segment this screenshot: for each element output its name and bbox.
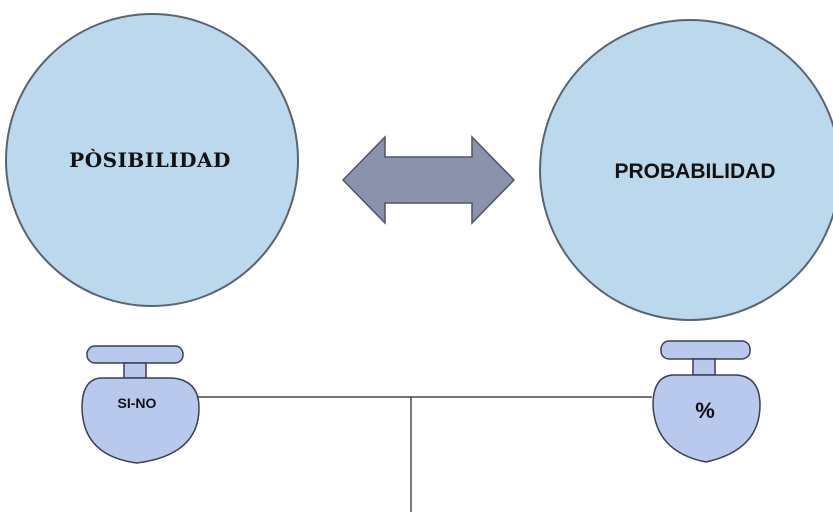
percent-knob	[652, 340, 761, 463]
percent-knob-body	[652, 374, 761, 463]
double-arrow	[341, 135, 516, 225]
si-no-label: SI-NO	[117, 395, 157, 411]
si-no-knob-body	[81, 377, 200, 464]
si-no-knob	[81, 345, 200, 464]
percent-knob-stem	[692, 358, 716, 376]
si-no-knob-cap	[86, 345, 184, 364]
si-no-knob-stem	[123, 362, 147, 379]
posibilidad-label: PÒSIBILIDAD	[69, 148, 231, 172]
percent-knob-cap	[660, 340, 751, 360]
percent-label: %	[695, 398, 715, 423]
probabilidad-circle	[539, 19, 833, 321]
probabilidad-label: PROBABILIDAD	[614, 160, 776, 183]
posibilidad-circle	[5, 13, 299, 307]
